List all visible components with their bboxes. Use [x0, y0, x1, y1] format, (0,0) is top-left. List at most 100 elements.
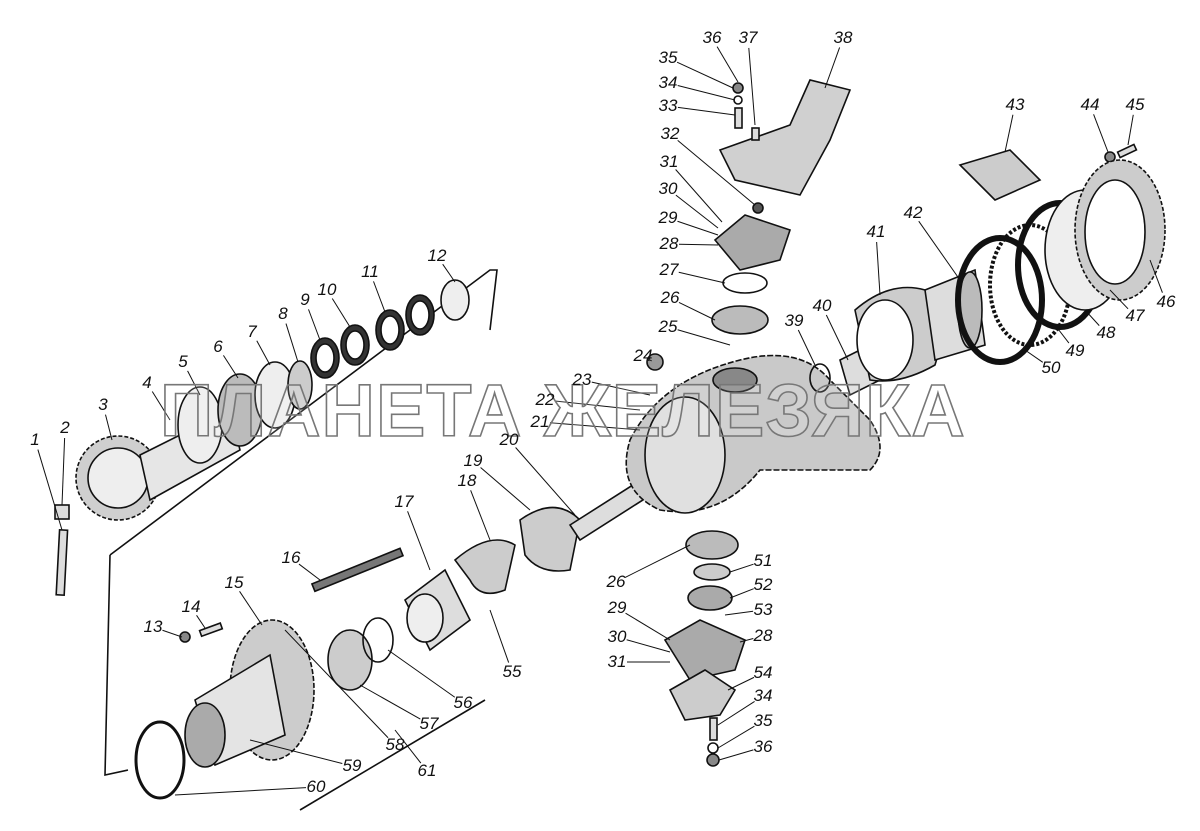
group-bracket-61	[299, 699, 486, 811]
leader-line-1	[37, 449, 63, 531]
callout-label-46: 46	[1156, 292, 1176, 311]
leader-line-36	[716, 46, 739, 83]
leader-line-49	[1054, 324, 1070, 344]
callout-label-21: 21	[530, 412, 550, 431]
callout-label-14: 14	[181, 597, 201, 616]
leader-line-43	[1004, 114, 1014, 153]
leader-line-24	[649, 359, 652, 362]
leader-line-18	[470, 490, 491, 541]
callout-label-2: 2	[60, 418, 70, 437]
leader-line-40	[825, 314, 849, 361]
callout-label-35: 35	[753, 711, 773, 730]
leader-line-57	[359, 684, 421, 720]
callout-label-5: 5	[178, 352, 188, 371]
leader-line-61	[394, 729, 422, 764]
leader-line-42	[918, 220, 961, 281]
callout-label-48: 48	[1096, 323, 1116, 342]
part-26-bearing	[711, 305, 769, 335]
leader-line-13	[162, 629, 183, 638]
leader-line-10	[331, 298, 351, 328]
callout-label-25: 25	[658, 317, 678, 336]
leader-line-33	[677, 106, 736, 116]
leader-line-41	[876, 241, 881, 296]
part-18-joint-fork	[453, 539, 516, 595]
callout-label-23: 23	[572, 370, 592, 389]
part-28b-31b-shims	[663, 619, 746, 681]
leader-line-37	[748, 47, 756, 126]
part-35b-washer	[707, 742, 719, 754]
part-13-nut	[179, 631, 191, 643]
callout-label-4: 4	[142, 373, 152, 392]
callout-label-16: 16	[281, 548, 301, 567]
callout-label-20: 20	[499, 430, 519, 449]
leader-line-17	[407, 511, 431, 571]
callout-label-30: 30	[607, 627, 627, 646]
callout-label-7: 7	[247, 322, 257, 341]
callout-label-57: 57	[419, 714, 439, 733]
leader-line-20	[515, 447, 576, 516]
leader-line-16	[298, 563, 321, 581]
part-24-plug	[646, 353, 664, 371]
callout-label-32: 32	[660, 124, 680, 143]
callout-label-29: 29	[607, 598, 627, 617]
leader-line-3	[105, 414, 113, 441]
leader-line-46	[1149, 259, 1163, 293]
leader-line-56	[387, 649, 456, 698]
callout-label-54: 54	[753, 663, 773, 682]
group-bracket-top	[109, 269, 498, 556]
callout-label-36: 36	[753, 737, 773, 756]
leader-line-29	[625, 612, 671, 641]
callout-label-15: 15	[224, 573, 244, 592]
leader-line-35	[676, 61, 734, 89]
callout-label-34: 34	[658, 73, 678, 92]
part-36-nut	[732, 82, 744, 94]
leader-line-36	[718, 749, 754, 761]
part-36b-nut	[706, 753, 720, 767]
leader-line-26	[624, 544, 691, 578]
callout-label-61: 61	[417, 761, 437, 780]
callout-label-31: 31	[659, 152, 679, 171]
callout-label-12: 12	[427, 246, 447, 265]
part-34b-stud	[709, 717, 718, 741]
leader-line-31	[675, 169, 723, 223]
callout-label-35: 35	[658, 48, 678, 67]
part-38-steering-arm	[718, 79, 852, 196]
callout-label-43: 43	[1005, 95, 1025, 114]
leader-line-60	[174, 787, 307, 796]
callout-label-34: 34	[753, 686, 773, 705]
leader-line-59	[249, 739, 343, 765]
part-45-bolt	[1116, 143, 1138, 159]
leader-line-14	[196, 615, 206, 629]
leader-line-8	[285, 323, 299, 363]
leader-line-47	[1109, 289, 1129, 310]
callout-label-19: 19	[463, 451, 483, 470]
part-34-washer	[733, 95, 743, 105]
group-bracket-bottom	[104, 554, 129, 776]
leader-line-53	[724, 610, 754, 616]
part-14-stud	[198, 622, 224, 638]
leader-line-50	[1024, 349, 1044, 363]
callout-label-31: 31	[607, 652, 627, 671]
leader-line-54	[727, 676, 755, 691]
callout-label-36: 36	[702, 28, 722, 47]
leader-line-29	[677, 220, 719, 236]
callout-label-26: 26	[606, 572, 626, 591]
part-27-ring	[722, 272, 768, 294]
leader-line-2	[61, 437, 66, 506]
callout-label-41: 41	[866, 222, 886, 241]
callout-label-26: 26	[660, 288, 680, 307]
callout-label-51: 51	[753, 551, 773, 570]
leader-line-23	[591, 381, 651, 396]
leader-line-55	[489, 609, 510, 663]
leader-line-22	[554, 400, 641, 411]
leader-line-12	[442, 263, 456, 283]
callout-label-8: 8	[278, 304, 288, 323]
callout-label-40: 40	[812, 296, 832, 315]
part-32-ball	[752, 202, 764, 214]
part-1-bolt	[55, 528, 69, 597]
leader-line-30	[626, 639, 671, 653]
callout-label-55: 55	[502, 662, 522, 681]
leader-line-28	[678, 243, 719, 246]
leader-line-58	[284, 629, 389, 739]
leader-line-6	[223, 355, 239, 379]
